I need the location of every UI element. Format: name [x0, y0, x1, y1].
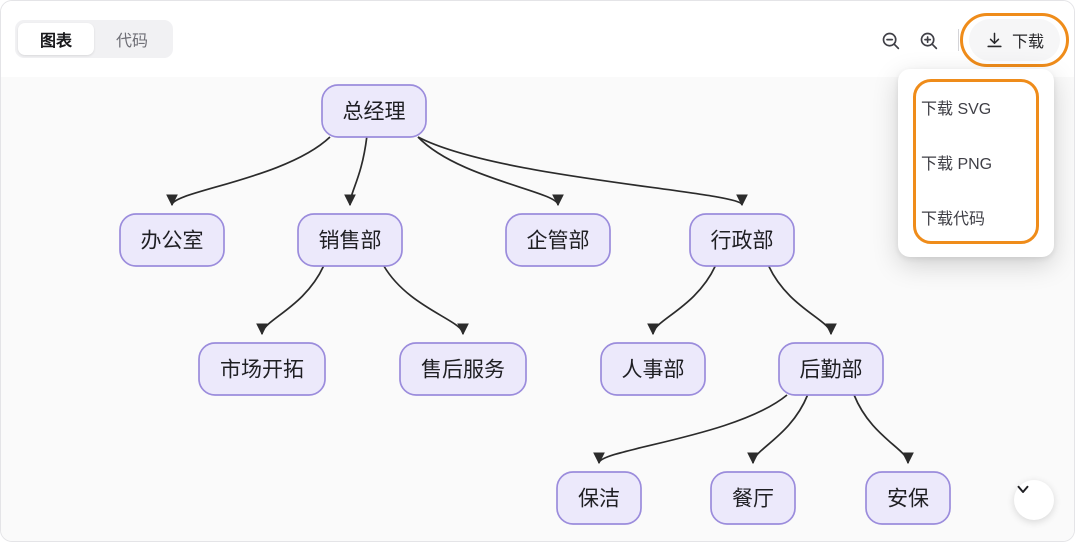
diagram-node-shape: [297, 213, 403, 267]
diagram-edge: [344, 136, 368, 207]
zoom-out-icon: [883, 32, 900, 49]
header-toolbar: 下载: [872, 13, 1069, 67]
menu-item-download-code[interactable]: 下载代码: [921, 210, 986, 228]
diagram-node-shape: [778, 342, 884, 396]
diagram-node-shape: [710, 471, 796, 525]
diagram-node[interactable]: 市场开拓: [198, 342, 326, 396]
diagram-node-label: 安保: [887, 488, 929, 511]
download-button[interactable]: 下载: [968, 19, 1060, 61]
diagram-node-label: 餐厅: [732, 488, 774, 511]
diagram-node[interactable]: 售后服务: [399, 342, 527, 396]
diagram-node-shape: [865, 471, 951, 525]
scroll-down-button[interactable]: [1014, 480, 1054, 520]
tab-code[interactable]: 代码: [116, 33, 149, 50]
diagram-node[interactable]: 人事部: [600, 342, 706, 396]
menu-item-download-png[interactable]: 下载 PNG: [921, 155, 993, 173]
zoom-out-button[interactable]: [872, 21, 910, 59]
diagram-edge: [383, 265, 469, 336]
diagram-edge: [593, 394, 788, 465]
toolbar-divider: [957, 29, 959, 51]
diagram-node[interactable]: 销售部: [297, 213, 403, 267]
diagram-node-label: 企管部: [527, 230, 590, 253]
diagram-node[interactable]: 后勤部: [778, 342, 884, 396]
diagram-canvas[interactable]: 总经理办公室 销售部 企管部 行政部市场开拓 售后服务 人事部 后勤部保洁 餐厅 安保: [1, 59, 1074, 541]
diagram-node-label: 市场开拓: [220, 359, 304, 382]
diagram-node-shape: [399, 342, 527, 396]
diagram-node[interactable]: 安保: [865, 471, 951, 525]
diagram-node-label: 销售部: [319, 230, 382, 253]
diagram-node[interactable]: 保洁: [556, 471, 642, 525]
chevron-down-icon: [1017, 485, 1029, 493]
diagram-node-label: 总经理: [343, 101, 406, 124]
diagram-edge: [647, 265, 717, 336]
view-tabs: 图表 代码: [15, 20, 174, 58]
diagram-node[interactable]: 餐厅: [710, 471, 796, 525]
diagram-edge: [853, 394, 914, 465]
diagram-node[interactable]: 总经理: [321, 84, 427, 138]
diagram-node-label: 行政部: [711, 230, 774, 253]
tab-chart[interactable]: 图表: [18, 23, 95, 55]
download-icon: [987, 32, 1002, 47]
panel-header: 图表 代码: [1, 1, 1074, 77]
diagram-edge: [166, 136, 331, 207]
download-menu[interactable]: 下载 SVG 下载 PNG 下载代码: [898, 69, 1054, 257]
diagram-node-label: 后勤部: [800, 359, 863, 382]
menu-item-download-svg[interactable]: 下载 SVG: [921, 100, 992, 118]
edges-layer: [166, 136, 914, 465]
diagram-node-shape: [556, 471, 642, 525]
download-menu-items: 下载 SVG 下载 PNG 下载代码: [913, 79, 1039, 244]
diagram-node-shape: [321, 84, 427, 138]
diagram-node-shape: [689, 213, 795, 267]
diagram-node-shape: [505, 213, 611, 267]
diagram-edge: [417, 136, 564, 207]
diagram-node-label: 保洁: [578, 488, 620, 511]
diagram-node[interactable]: 企管部: [505, 213, 611, 267]
diagram-node-label: 售后服务: [421, 359, 505, 382]
zoom-in-icon: [921, 32, 938, 49]
diagram-edge: [256, 265, 325, 336]
diagram-node-label: 人事部: [622, 359, 685, 382]
diagram-edge: [747, 394, 809, 465]
zoom-in-button[interactable]: [910, 21, 948, 59]
diagram-node-shape: [119, 213, 225, 267]
diagram-node-shape: [600, 342, 706, 396]
download-button-label: 下载: [1011, 34, 1044, 51]
diagram-node[interactable]: 行政部: [689, 213, 795, 267]
diagram-node[interactable]: 办公室: [119, 213, 225, 267]
diagram-node-shape: [198, 342, 326, 396]
diagram-edge: [767, 265, 837, 336]
download-button-wrapper: 下载: [959, 13, 1069, 67]
diagram-node-label: 办公室: [141, 230, 204, 253]
diagram-edge: [417, 136, 748, 207]
